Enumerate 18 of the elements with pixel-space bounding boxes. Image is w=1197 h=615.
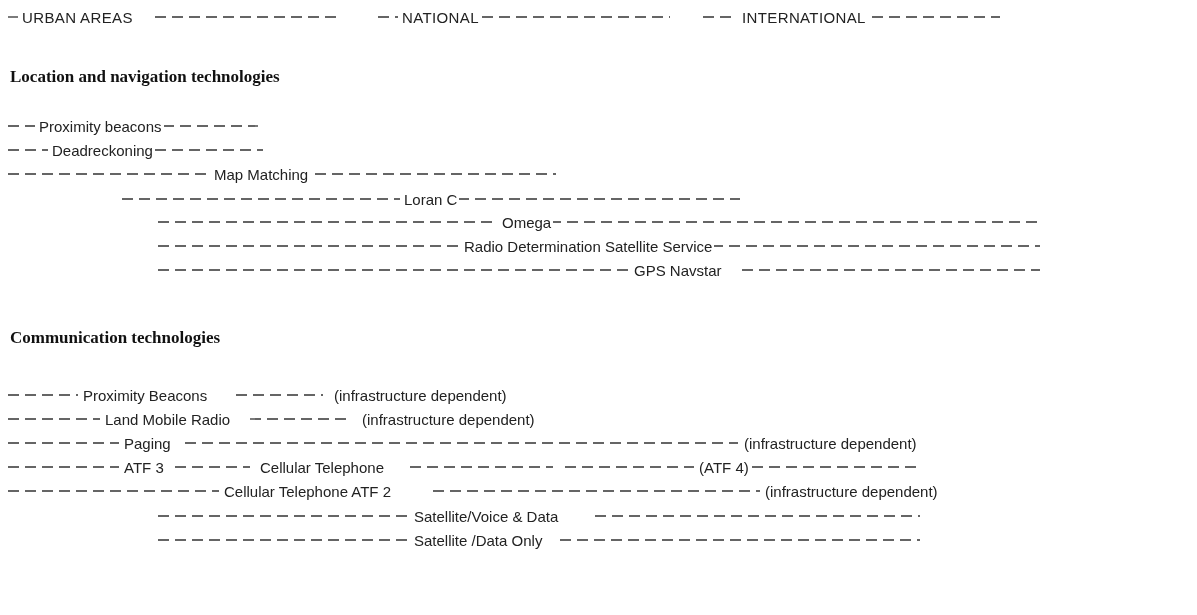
technology-label: Map Matching bbox=[212, 166, 311, 182]
technology-label: Satellite /Data Only bbox=[412, 532, 545, 548]
section-heading: Communication technologies bbox=[8, 328, 223, 346]
technology-label: Land Mobile Radio bbox=[103, 411, 233, 427]
note-label: (infrastructure dependent) bbox=[360, 411, 537, 427]
note-label: (infrastructure dependent) bbox=[332, 387, 509, 403]
technology-label: Radio Determination Satellite Service bbox=[462, 238, 715, 254]
technology-label: Proximity beacons bbox=[37, 118, 164, 134]
note-label: (ATF 4) bbox=[697, 459, 751, 475]
section-heading: Location and navigation technologies bbox=[8, 67, 282, 85]
technology-label: Paging bbox=[122, 435, 173, 451]
technology-label: Deadreckoning bbox=[50, 142, 155, 158]
technology-label: Cellular Telephone ATF 2 bbox=[222, 483, 394, 499]
technology-label: Cellular Telephone bbox=[258, 459, 386, 475]
technology-label: Satellite/Voice & Data bbox=[412, 508, 561, 524]
technology-label: Proximity Beacons bbox=[81, 387, 210, 403]
note-label: (infrastructure dependent) bbox=[763, 483, 940, 499]
note-label: (infrastructure dependent) bbox=[742, 435, 919, 451]
